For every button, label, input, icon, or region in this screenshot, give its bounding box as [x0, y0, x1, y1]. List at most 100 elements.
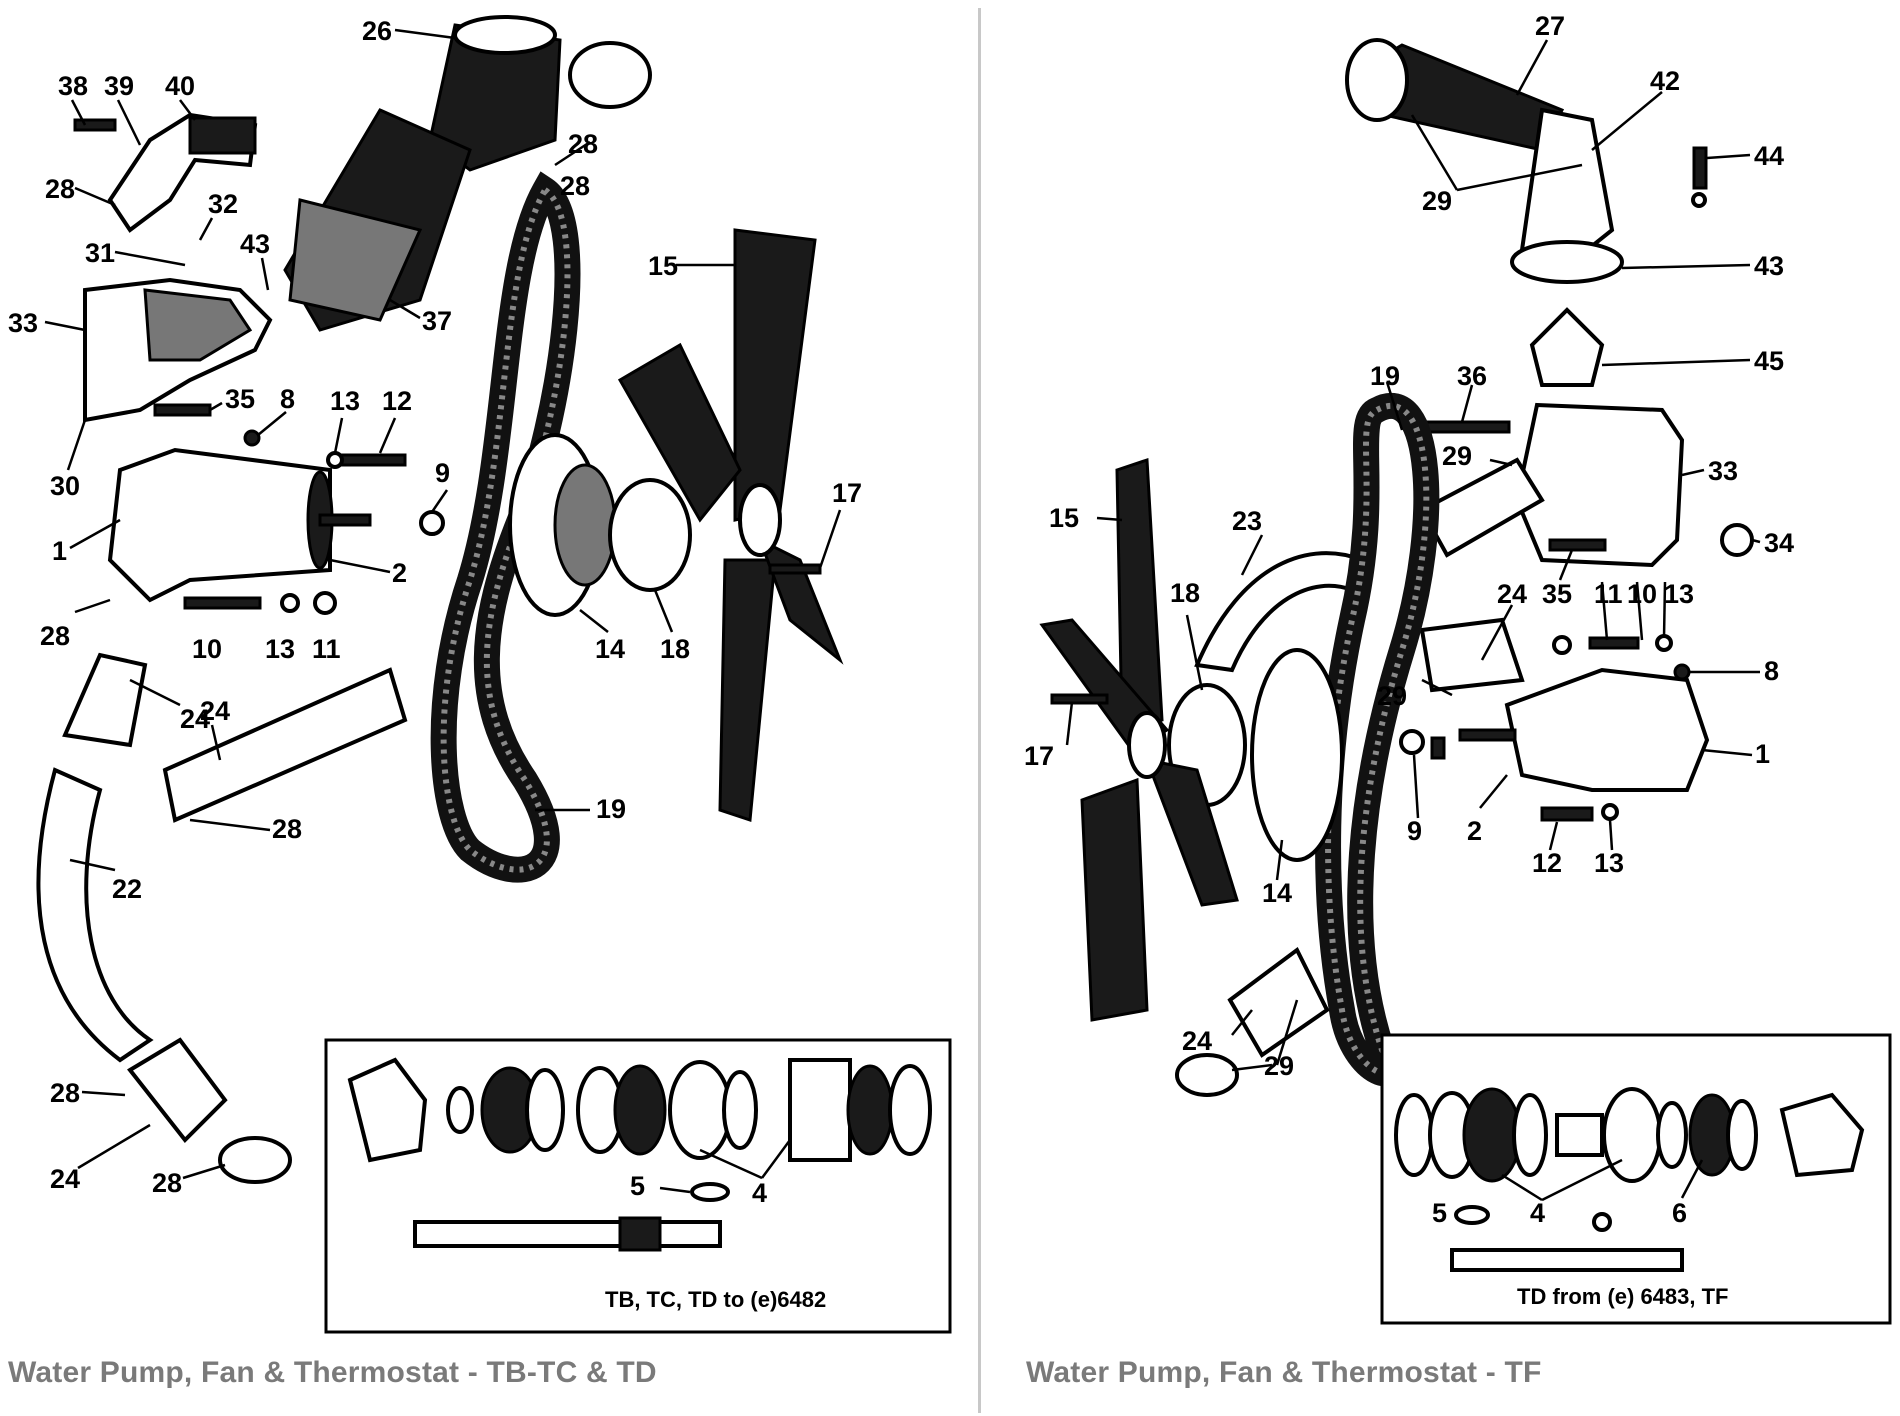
key-right-part	[1454, 1205, 1490, 1225]
hose-clip-part	[568, 41, 652, 109]
plug-8-right-part	[1673, 663, 1691, 681]
callout-23: 23	[1232, 506, 1262, 536]
callout-10: 10	[192, 634, 222, 664]
outlet-flange-part	[188, 116, 257, 155]
callout-44: 44	[1754, 141, 1784, 171]
callout-5: 5	[630, 1171, 645, 1201]
impeller-part	[347, 1057, 428, 1163]
left-callouts: 26 28 38 39 40 28 32 31 43 37 28 15 33 3…	[8, 16, 862, 1198]
nut-9-part	[419, 510, 445, 536]
callout-31: 31	[85, 238, 115, 268]
callout-13b: 13	[265, 634, 295, 664]
callout-35r: 35	[1542, 579, 1572, 609]
plug-8-part	[243, 429, 261, 447]
callout-28d: 28	[40, 621, 70, 651]
bearing-right-part	[1462, 1087, 1522, 1183]
callout-27: 27	[1535, 11, 1565, 41]
callout-9r: 9	[1407, 816, 1422, 846]
callout-24c: 24	[1182, 1026, 1212, 1056]
callout-17r: 17	[1024, 741, 1054, 771]
right-inset-label: TD from (e) 6483, TF	[1517, 1284, 1728, 1309]
callout-43r: 43	[1754, 251, 1784, 281]
bolt-12-right-part	[1540, 806, 1594, 822]
callout-33r: 33	[1708, 456, 1738, 486]
thermostat-elbow-part	[283, 15, 562, 332]
callout-14: 14	[595, 634, 625, 664]
panel-divider	[978, 8, 981, 1413]
hose-lower-part	[127, 1037, 228, 1144]
fan-bolt-part	[768, 563, 822, 575]
callout-38: 38	[58, 71, 88, 101]
bolt-part	[73, 118, 117, 132]
right-callouts: 27 42 44 29 43 45 19 36 29 33 34 15 23 1…	[1024, 11, 1794, 1081]
callout-11r: 11	[1594, 579, 1623, 609]
callout-15r: 15	[1049, 503, 1079, 533]
right-diagram-panel: 27 42 44 29 43 45 19 36 29 33 34 15 23 1…	[982, 0, 1900, 1416]
callout-29c: 29	[1377, 681, 1407, 711]
key-part	[690, 1182, 730, 1202]
spindle-part	[413, 1220, 722, 1248]
bearing-part	[668, 1060, 732, 1160]
fan-blades-part	[617, 228, 844, 823]
washer-part	[280, 593, 300, 613]
left-exploded-diagram: 26 28 38 39 40 28 32 31 43 37 28 15 33 3…	[8, 15, 952, 1334]
fan-pulley-right-part	[1250, 648, 1344, 862]
water-pipe-part	[36, 767, 154, 1063]
callout-8r: 8	[1764, 656, 1779, 686]
callout-40: 40	[165, 71, 195, 101]
callout-33: 33	[8, 308, 38, 338]
callout-32: 32	[208, 189, 238, 219]
left-inset-label: TB, TC, TD to (e)6482	[605, 1287, 826, 1312]
callout-2: 2	[392, 558, 407, 588]
callout-4: 4	[752, 1178, 767, 1208]
callout-28f: 28	[50, 1078, 80, 1108]
callout-35: 35	[225, 384, 255, 414]
nut-9-right-part	[1399, 729, 1425, 755]
callout-24c: 24	[50, 1164, 80, 1194]
pump-spindle-part	[318, 513, 372, 527]
hose-clip-29-lower-part	[1175, 1053, 1239, 1097]
callout-17: 17	[832, 478, 862, 508]
callout-13: 13	[330, 386, 360, 416]
callout-13r: 13	[1664, 579, 1694, 609]
hose-24-right-part	[1419, 457, 1545, 558]
callout-19: 19	[596, 794, 626, 824]
callout-29b: 29	[1442, 441, 1472, 471]
callout-28e: 28	[272, 814, 302, 844]
callout-28g: 28	[152, 1168, 182, 1198]
callout-26: 26	[362, 16, 392, 46]
callout-37: 37	[422, 306, 452, 336]
fan-blades-right-part	[1039, 457, 1239, 1022]
bypass-hose-part	[162, 667, 408, 823]
spindle-right-part	[1450, 1248, 1684, 1272]
right-exploded-diagram: 27 42 44 29 43 45 19 36 29 33 34 15 23 1…	[1024, 11, 1892, 1325]
callout-8: 8	[280, 384, 295, 414]
callout-42: 42	[1650, 66, 1680, 96]
bolt-35-right-part	[1548, 538, 1607, 552]
pump-spindle-right-part	[1458, 728, 1517, 742]
callout-24b: 24	[200, 696, 230, 726]
pump-body-right-part	[1504, 667, 1710, 792]
callout-29d: 29	[1264, 1051, 1294, 1081]
callout-45: 45	[1754, 346, 1784, 376]
callout-18r: 18	[1170, 578, 1200, 608]
nut-part	[313, 591, 337, 615]
hose-clip-lower-part	[218, 1136, 292, 1184]
bolt-44-part	[1692, 146, 1708, 190]
left-inset-box: 5 4 TB, TC, TD to (e)6482	[324, 1038, 952, 1334]
right-inset-box: 5 4 6 TD from (e) 6483, TF	[1380, 1033, 1892, 1325]
left-caption: Water Pump, Fan & Thermostat - TB-TC & T…	[8, 1356, 657, 1389]
callout-1: 1	[52, 536, 67, 566]
callout-28b: 28	[45, 174, 75, 204]
callout-28c: 28	[560, 171, 590, 201]
bolt-35-part	[153, 403, 212, 417]
nut-11-right-part	[1552, 635, 1572, 655]
gasket-43-part	[1510, 240, 1624, 284]
callout-12: 12	[382, 386, 412, 416]
hose-24b-right-part	[1419, 617, 1525, 693]
callout-28: 28	[568, 129, 598, 159]
callout-6: 6	[1672, 1198, 1687, 1228]
callout-1r: 1	[1755, 739, 1770, 769]
left-diagram-panel: 26 28 38 39 40 28 32 31 43 37 28 15 33 3…	[8, 15, 952, 1389]
callout-30: 30	[50, 471, 80, 501]
